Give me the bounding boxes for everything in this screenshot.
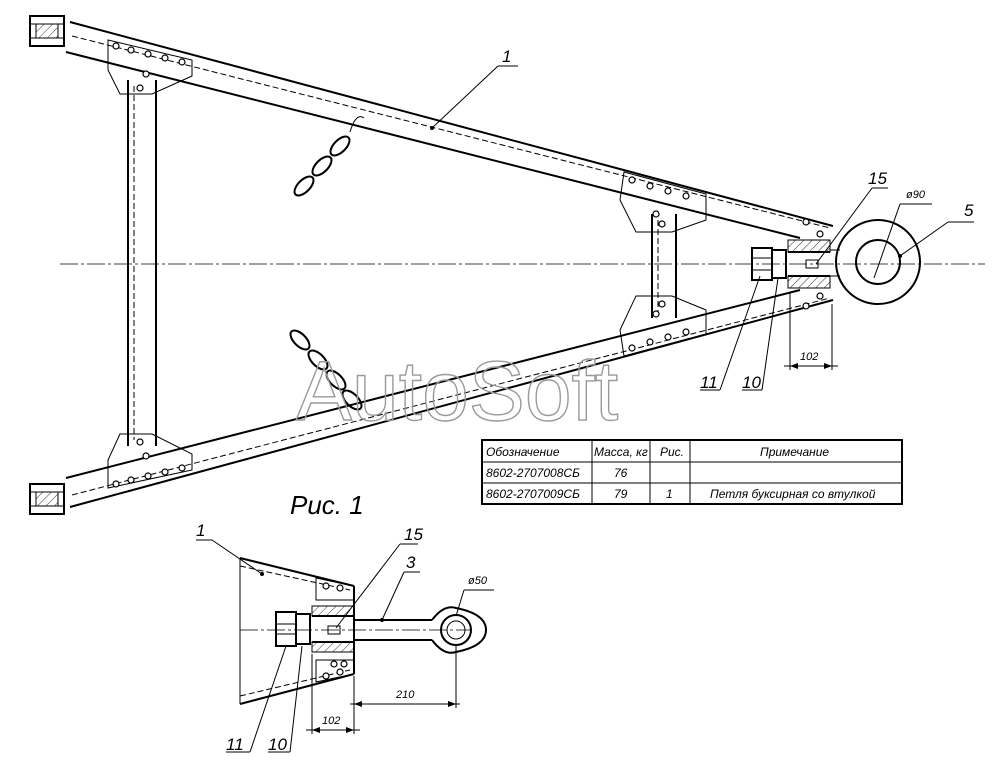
dim-210-detail-label: 210 [395,689,415,701]
callout-diameter-main: ø90 [906,189,926,201]
callout-5-main: 5 [964,201,974,220]
callout-11-main: 11 [700,373,718,392]
callout-11-detail: 11 [226,735,244,754]
mounting-lug-top [29,15,65,47]
callout-1-main: 1 [502,47,511,66]
mounting-lug-bottom [29,483,65,515]
callout-10-main: 10 [742,373,761,392]
table-cell-designation: 8602-2707009СБ [486,487,580,501]
callout-10-detail: 10 [268,735,287,754]
callout-3-detail: 3 [406,553,416,572]
sleeve-section-detail [311,605,355,653]
table-cell-figure: 1 [666,487,673,501]
nut-washer-main [751,247,787,281]
sleeve-section-main [787,239,831,289]
figure-caption: Рис. 1 [290,490,364,520]
leader-lines-detail [196,539,494,753]
callout-15-main: 15 [868,169,887,188]
callout-diameter-detail: ø50 [468,575,488,587]
table-header-figure: Рис. [660,445,684,459]
table-header-designation: Обозначение [486,445,560,459]
watermark: AutoSoft [296,344,618,438]
table-cell-note: Петля буксирная со втулкой [710,487,876,501]
dim-102-detail-label: 102 [322,715,340,727]
table-cell-mass: 79 [614,487,628,501]
gusset-plates [107,39,707,489]
table-cell-designation: 8602-2707008СБ [486,466,580,480]
dimension-210-detail: 210 [350,646,460,708]
safety-chain-lower [289,329,363,411]
nut-washer-detail [275,611,311,647]
specification-table: Обозначение Масса, кг Рис. Примечание 86… [481,439,903,505]
table-header-note: Примечание [760,445,829,459]
towing-eye-main [830,219,921,305]
detail-frame [239,557,355,705]
bolt-holes [112,42,824,488]
leader-lines-main [430,65,974,391]
dimension-102-main: 102 [784,292,838,370]
callout-1-detail: 1 [196,521,205,540]
dimension-102-detail: 102 [306,654,360,734]
table-cell-mass: 76 [614,466,628,480]
table-header-mass: Масса, кг [594,445,648,459]
callout-15-detail: 15 [404,525,423,544]
dim-102-main-label: 102 [800,351,818,363]
safety-chain-upper [293,116,365,197]
